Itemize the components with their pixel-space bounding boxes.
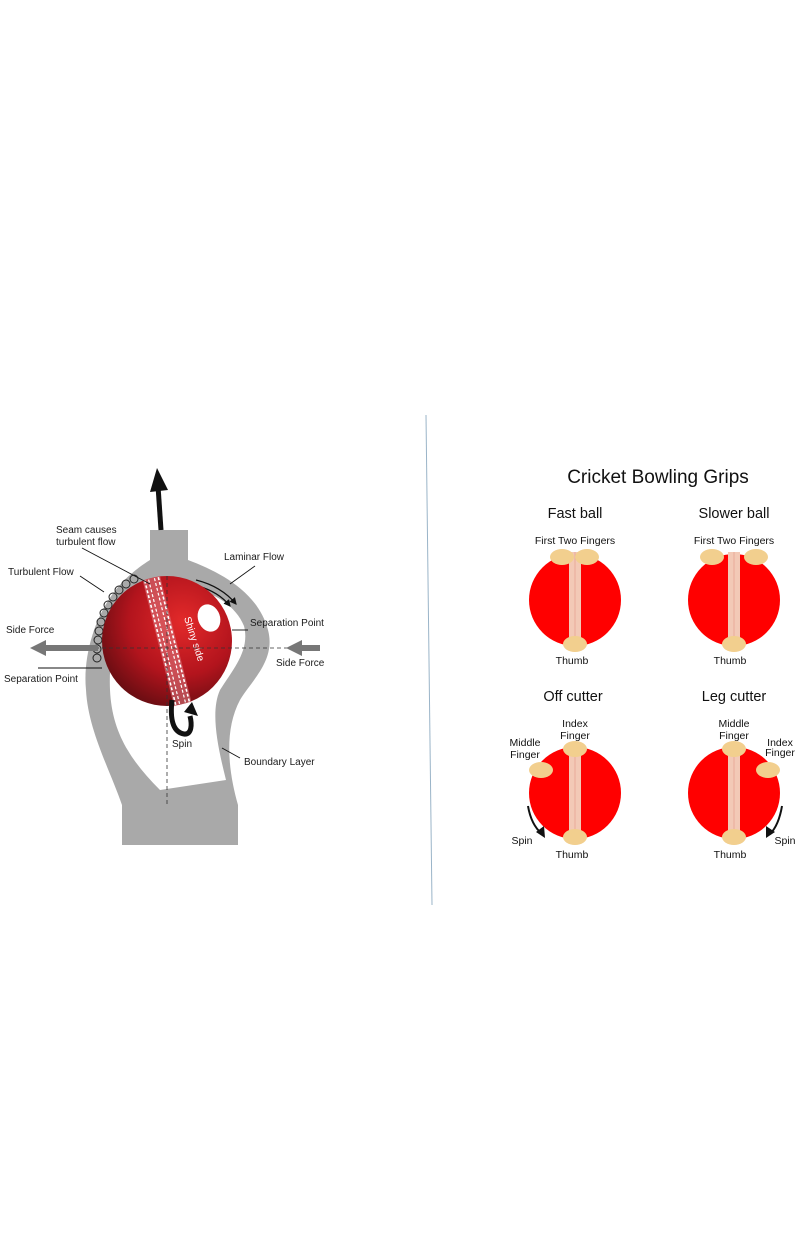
finger-icon [722, 741, 746, 757]
grip-side-label: Index [767, 737, 793, 749]
seam-causes-label: Seam causes [56, 525, 117, 536]
spin-arrow-head [184, 702, 198, 716]
lift-arrow [155, 485, 164, 531]
side-force-left-label: Side Force [6, 625, 55, 636]
grip-bottom-label: Thumb [556, 655, 589, 667]
thumb-icon [563, 829, 587, 845]
grip-side-label-2: Finger [510, 749, 540, 761]
grip-bottom-label: Thumb [714, 849, 747, 861]
spin-label: Spin [172, 739, 192, 750]
spin-label: Spin [774, 835, 795, 847]
finger-icon [563, 741, 587, 757]
grip-side-label-2: Finger [765, 747, 795, 759]
grip-top-label: First Two Fingers [535, 535, 615, 547]
bowling-grips-panel: Cricket Bowling Grips Fast ball First Tw… [510, 467, 796, 861]
grip-bottom-label: Thumb [556, 849, 589, 861]
finger-icon [550, 549, 574, 565]
grip-name: Leg cutter [702, 689, 767, 705]
side-force-right-label: Side Force [276, 658, 325, 669]
finger-icon [575, 549, 599, 565]
spin-label: Spin [511, 835, 532, 847]
thumb-icon [722, 636, 746, 652]
finger-icon [744, 549, 768, 565]
turbulent-flow-label: Turbulent Flow [8, 567, 75, 578]
grip-top-label: Middle [719, 718, 750, 730]
swing-aerodynamics-diagram: Shiny side Seam causes turbulent flow Tu… [4, 468, 325, 845]
separation-point-right-label: Separation Point [250, 618, 324, 629]
turbulent-flow-small-label: turbulent flow [56, 537, 116, 548]
grip-fast-ball: Fast ball First Two Fingers Thumb [529, 506, 621, 667]
leader-lines [38, 547, 256, 759]
thumb-icon [563, 636, 587, 652]
grip-name: Fast ball [548, 506, 603, 522]
side-force-arrow-left-head [30, 640, 46, 656]
grip-off-cutter: Off cutter Index Finger Middle Finger Sp… [510, 689, 621, 861]
finger-icon [756, 762, 780, 778]
lift-arrow-head [150, 468, 168, 492]
grips-title: Cricket Bowling Grips [567, 467, 749, 488]
shine-highlight [197, 604, 221, 632]
grip-top-label: First Two Fingers [694, 535, 774, 547]
grip-name: Slower ball [699, 506, 770, 522]
grip-bottom-label: Thumb [714, 655, 747, 667]
finger-icon [529, 762, 553, 778]
grip-top-label-2: Finger [560, 730, 590, 742]
separation-point-left-label: Separation Point [4, 674, 78, 685]
laminar-flow-label: Laminar Flow [224, 552, 285, 563]
grip-top-label-2: Finger [719, 730, 749, 742]
spin-arrow [168, 699, 194, 737]
side-force-arrow-right-head [286, 640, 302, 656]
grip-top-label: Index [562, 718, 588, 730]
grip-side-label: Middle [510, 737, 541, 749]
grip-slower-ball: Slower ball First Two Fingers Thumb [688, 506, 780, 667]
panel-divider [425, 414, 433, 906]
thumb-icon [722, 829, 746, 845]
grip-name: Off cutter [543, 689, 603, 705]
grip-leg-cutter: Leg cutter Middle Finger Index Finger Sp… [688, 689, 796, 861]
finger-icon [700, 549, 724, 565]
boundary-layer-label: Boundary Layer [244, 757, 315, 768]
